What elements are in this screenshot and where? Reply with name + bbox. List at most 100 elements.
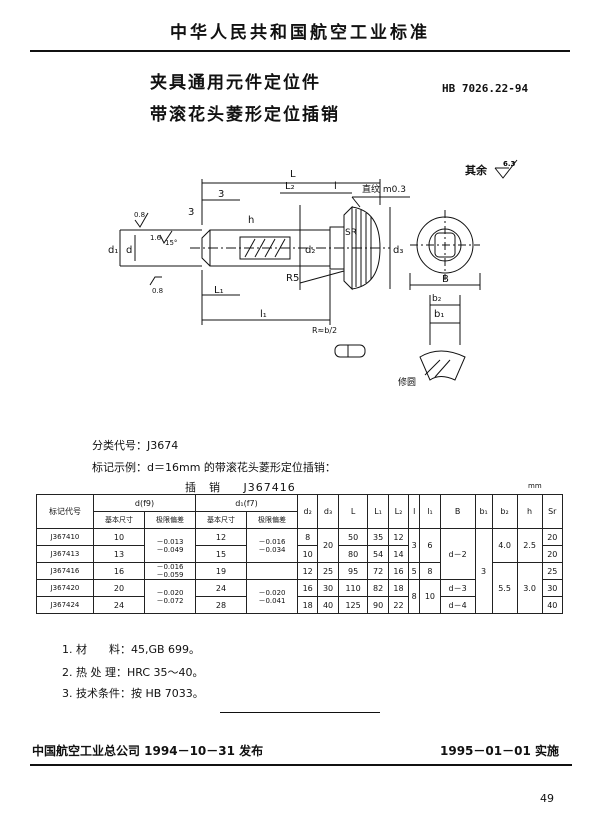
cell-d1-dev: －0.016 －0.034 — [246, 528, 298, 563]
label-l-top: l — [334, 181, 337, 192]
cell-L: 95 — [337, 562, 369, 580]
cell-code: J367410 — [36, 528, 94, 546]
cell-h: 2.5 — [516, 528, 543, 563]
cell-d3: 20 — [317, 528, 339, 563]
pin-detail — [334, 344, 366, 358]
note-technical-conditions: 3. 技术条件：按 HB 7033。 — [62, 687, 204, 700]
cell-code: J367424 — [36, 596, 94, 614]
th-code: 标记代号 — [36, 494, 94, 529]
cell-code: J367420 — [36, 579, 94, 597]
cell-d3: 30 — [317, 579, 339, 597]
cell-l1: 10 — [419, 579, 441, 614]
label-B: B — [442, 274, 449, 285]
cell-l1: 8 — [419, 562, 441, 580]
cell-l: 5 — [408, 562, 421, 580]
cell-d-dev: －0.016 －0.059 — [144, 562, 196, 580]
cell-L2: 12 — [387, 528, 410, 546]
cell-d1-dev — [246, 562, 298, 580]
th-d1-base: 基本尺寸 — [195, 511, 247, 529]
roughness-label: 其余 — [465, 164, 487, 177]
unit-label: mm — [528, 482, 542, 490]
notes-end-rule — [220, 712, 380, 713]
technical-drawing: L 3 3 L₂ l h 直纹 m0.3 SR d₁ d d₂ d₃ R5 L₁… — [108, 169, 481, 388]
classification-code: 分类代号：J3674 — [92, 439, 179, 452]
th-d3: d₃ — [317, 494, 339, 529]
label-d1: d₁ — [108, 245, 118, 256]
cell-l: 3 — [408, 528, 421, 563]
note-heat-treatment: 2. 热 处 理：HRC 35～40。 — [62, 666, 204, 679]
cell-L2: 22 — [387, 596, 410, 614]
cell-d2: 16 — [296, 579, 319, 597]
cell-d: 20 — [93, 579, 145, 597]
label-d2: d₂ — [305, 245, 315, 256]
label-L1: L₁ — [214, 285, 224, 296]
cell-L: 110 — [337, 579, 369, 597]
label-l-bottom: l₁ — [260, 309, 267, 320]
cell-L1: 82 — [367, 579, 389, 597]
roughness-value: 6.3 — [503, 160, 516, 168]
cell-Sr: 20 — [541, 545, 564, 563]
pin-tip — [201, 229, 211, 267]
cell-L2: 14 — [387, 545, 410, 563]
cell-b2: 5.5 — [491, 562, 518, 614]
cell-d: 24 — [93, 596, 145, 614]
cell-b1: 3 — [474, 528, 493, 614]
marking-line: 插 销 J367416 — [185, 479, 296, 495]
cell-L1: 72 — [367, 562, 389, 580]
label-r08a: 0.8 — [134, 211, 145, 219]
th-d1: d₁(f7) — [195, 494, 298, 512]
label-d3: d₃ — [393, 245, 403, 256]
label-R5: R5 — [286, 273, 299, 284]
cell-code: J367413 — [36, 545, 94, 563]
dimension-table: 标记代号 d(f9) d₁(f7) d₂ d₃ L L₁ L₂ l l₁ B b… — [36, 494, 564, 614]
label-h: h — [248, 215, 254, 226]
marking-example: 标记示例：d＝16mm 的带滚花头菱形定位插销： — [92, 461, 336, 474]
th-l: l — [408, 494, 421, 529]
cell-d: 10 — [93, 528, 145, 546]
cell-L2: 16 — [387, 562, 410, 580]
roughness-note: 其余 6.3 — [465, 158, 521, 180]
cell-h: 3.0 — [516, 562, 543, 614]
label-r08b: 0.8 — [152, 287, 163, 295]
table-row: J367416 16 －0.016 －0.059 19 12 25 95 72 … — [36, 562, 564, 614]
th-L2: L₂ — [387, 494, 410, 529]
cell-d3: 25 — [317, 562, 339, 580]
th-h: h — [516, 494, 543, 529]
cell-L: 125 — [337, 596, 369, 614]
cell-l1: 6 — [419, 528, 441, 563]
label-b1: b₁ — [434, 309, 444, 320]
section-detail — [419, 350, 466, 381]
cell-L1: 54 — [367, 545, 389, 563]
cell-L1: 90 — [367, 596, 389, 614]
th-Sr: Sr — [541, 494, 564, 529]
page-number: 49 — [540, 792, 554, 805]
cell-L: 80 — [337, 545, 369, 563]
cell-d1: 15 — [195, 545, 247, 563]
standard-number: HB 7026.22-94 — [442, 82, 529, 95]
cell-B: d－4 — [439, 596, 476, 614]
th-d-base: 基本尺寸 — [93, 511, 145, 529]
cell-d3: 40 — [317, 596, 339, 614]
cell-Sr: 25 — [541, 562, 564, 580]
th-b1: b₁ — [474, 494, 493, 529]
cell-Sr: 40 — [541, 596, 564, 614]
cell-Sr: 20 — [541, 528, 564, 546]
cell-L1: 35 — [367, 528, 389, 546]
label-knurl: 直纹 m0.3 — [362, 183, 406, 195]
cell-B: d－3 — [439, 579, 476, 597]
label-L2: L₂ — [285, 181, 295, 192]
cell-code: J367416 — [36, 562, 94, 580]
note-material: 1. 材 料：45,GB 699。 — [62, 643, 201, 656]
title-line-2: 带滚花头菱形定位插销 — [150, 105, 340, 125]
label-SR: SR — [345, 228, 357, 238]
cell-d2: 10 — [296, 545, 319, 563]
standard-header: 中华人民共和国航空工业标准 — [170, 23, 430, 43]
th-b2: b₂ — [491, 494, 518, 529]
cell-d1: 12 — [195, 528, 247, 546]
cell-L: 50 — [337, 528, 369, 546]
table-row: J367410 10 －0.013 －0.049 12 －0.016 －0.03… — [36, 528, 564, 614]
marking-label: 插 销 — [185, 481, 221, 494]
th-l1: l₁ — [419, 494, 441, 529]
cell-d1: 24 — [195, 579, 247, 597]
cell-d1-dev: －0.020 －0.041 — [246, 579, 298, 614]
